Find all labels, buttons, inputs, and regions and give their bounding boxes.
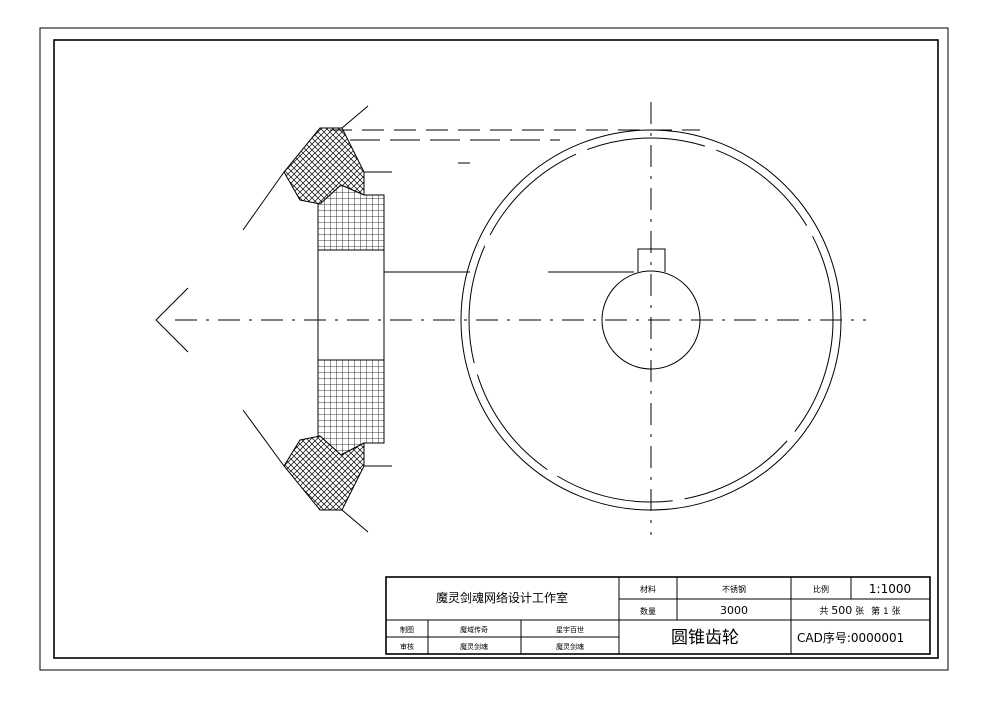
- sheet-count: 共 500 张 第 1 张: [819, 604, 900, 617]
- cad-serial: CAD序号:0000001: [797, 630, 904, 645]
- material-value: 不锈钢: [722, 584, 746, 594]
- checked-label: 审核: [400, 642, 414, 651]
- drawn-by: 魔域传奇: [460, 625, 488, 634]
- drawn-label: 制图: [400, 625, 414, 634]
- checked-by: 魔灵剑魂: [460, 642, 488, 651]
- drawn-second: 星宇百世: [556, 625, 584, 634]
- studio-name: 魔灵剑魂网络设计工作室: [436, 590, 568, 605]
- quantity-label: 数量: [640, 606, 656, 616]
- gear-front-view: [460, 102, 842, 535]
- scale-value: 1:1000: [869, 582, 911, 596]
- upper-body-section: [317, 184, 385, 251]
- gear-section-view: [155, 105, 470, 533]
- quantity-value: 3000: [720, 604, 748, 617]
- axis-arrow: [155, 287, 189, 353]
- outer-border: [39, 27, 949, 671]
- lower-body-section: [317, 359, 385, 456]
- scale-label: 比例: [813, 584, 829, 594]
- part-name: 圆锥齿轮: [671, 628, 739, 648]
- checked-second: 魔灵剑魂: [556, 642, 584, 651]
- inner-border: [53, 39, 939, 659]
- title-block: 魔灵剑魂网络设计工作室 材料 不锈钢 数量 3000 比例 1:1000 共 5…: [385, 576, 931, 655]
- material-label: 材料: [640, 584, 656, 594]
